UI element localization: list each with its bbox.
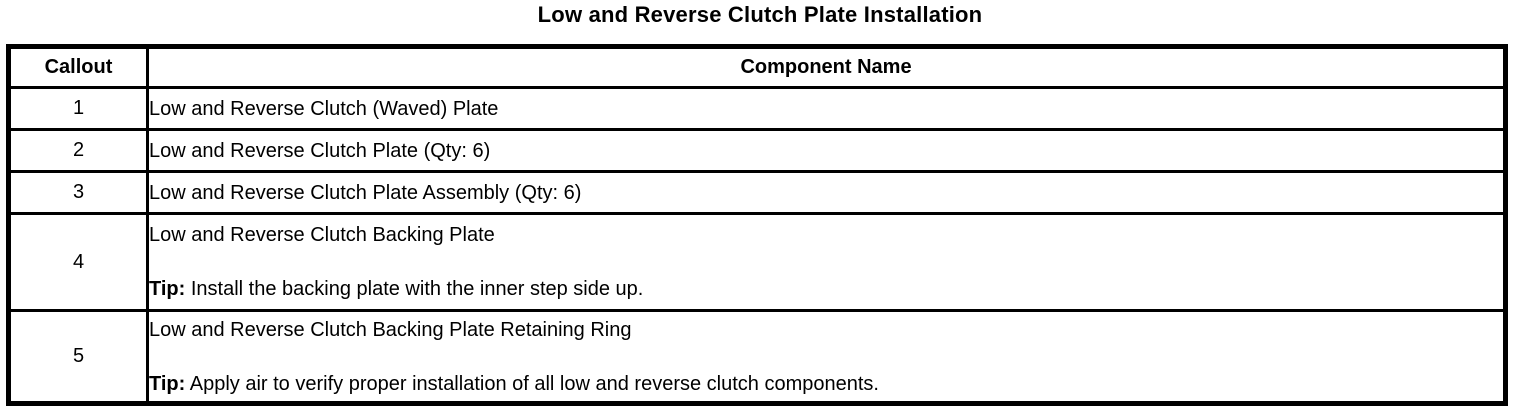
tip-label: Tip: (149, 278, 186, 300)
table-header-row: Callout Component Name (7, 45, 1507, 89)
component-name-cell: Low and Reverse Clutch (Waved) Plate (146, 86, 1507, 131)
tip-text: Tip: Apply air to verify proper installa… (149, 370, 1503, 398)
tip-label: Tip: (149, 372, 186, 395)
callout-number: 3 (7, 170, 149, 215)
component-name-cell: Low and Reverse Clutch Backing Plate Ret… (146, 309, 1507, 405)
tip-text: Tip: Install the backing plate with the … (149, 275, 1503, 303)
table-row: 2 Low and Reverse Clutch Plate (Qty: 6) (7, 128, 1507, 173)
component-name-text: Low and Reverse Clutch Backing Plate Ret… (149, 318, 632, 341)
component-name-cell: Low and Reverse Clutch Plate Assembly (Q… (146, 170, 1507, 215)
table-row: 5 Low and Reverse Clutch Backing Plate R… (7, 309, 1507, 405)
component-name-text: Low and Reverse Clutch (Waved) Plate (149, 97, 499, 120)
callout-number: 5 (7, 309, 149, 405)
component-name-cell: Low and Reverse Clutch Backing Plate Tip… (146, 212, 1507, 312)
callout-number: 4 (7, 212, 149, 312)
component-name-cell: Low and Reverse Clutch Plate (Qty: 6) (146, 128, 1507, 173)
component-name-text: Low and Reverse Clutch Plate (Qty: 6) (149, 139, 491, 162)
component-name-text: Low and Reverse Clutch Plate Assembly (Q… (149, 181, 582, 204)
column-header-component-name: Component Name (146, 45, 1507, 89)
callout-number: 1 (7, 86, 149, 131)
component-name-text: Low and Reverse Clutch Backing Plate (149, 224, 495, 246)
page-title: Low and Reverse Clutch Plate Installatio… (537, 2, 983, 27)
callout-table: Callout Component Name 1 Low and Reverse… (6, 44, 1508, 406)
table-row: 4 Low and Reverse Clutch Backing Plate T… (7, 212, 1507, 312)
tip-body: Apply air to verify proper installation … (185, 372, 879, 395)
table-row: 1 Low and Reverse Clutch (Waved) Plate (7, 86, 1507, 131)
column-header-callout: Callout (7, 45, 149, 89)
tip-body: Install the backing plate with the inner… (185, 278, 644, 300)
callout-number: 2 (7, 128, 149, 173)
table-row: 3 Low and Reverse Clutch Plate Assembly … (7, 170, 1507, 215)
